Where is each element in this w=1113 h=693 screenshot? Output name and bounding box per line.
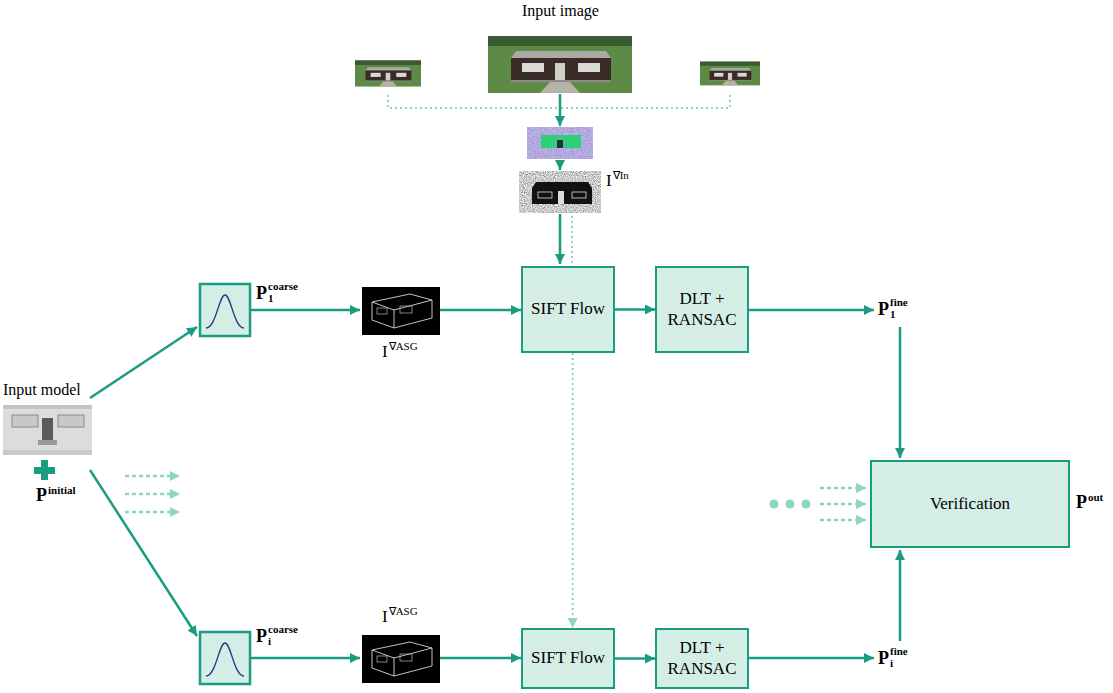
caption-text: Input model bbox=[3, 382, 81, 398]
symbol-base: P bbox=[1076, 493, 1087, 511]
arrow bbox=[90, 470, 197, 636]
symbol-base: I bbox=[606, 172, 612, 189]
arrow bbox=[440, 309, 521, 312]
dotted-arrow bbox=[125, 493, 180, 496]
photo-right bbox=[700, 62, 760, 86]
gaussian-box bbox=[200, 284, 250, 336]
process-box: DLT + RANSAC bbox=[655, 628, 749, 689]
symbol-base: P bbox=[878, 649, 889, 667]
subscript: 1 bbox=[890, 309, 908, 321]
asg-image bbox=[362, 635, 440, 683]
math-label: Pcoarsei bbox=[256, 624, 298, 647]
process-box: SIFT Flow bbox=[521, 628, 615, 689]
dotted-line bbox=[560, 95, 730, 108]
script-stack: initial bbox=[48, 485, 76, 506]
box-label: SIFT Flow bbox=[531, 648, 605, 668]
flow-image bbox=[527, 127, 593, 159]
gaussian-box bbox=[200, 632, 250, 684]
dotted-line bbox=[571, 216, 573, 265]
symbol-base: I bbox=[382, 343, 388, 360]
math-label: Pcoarse1 bbox=[256, 281, 298, 304]
math-label: Pfinei bbox=[878, 646, 908, 669]
arrow bbox=[440, 657, 521, 660]
process-box: SIFT Flow bbox=[521, 266, 615, 353]
arrow bbox=[559, 160, 562, 170]
arrow bbox=[559, 94, 562, 126]
box-label: SIFT Flow bbox=[531, 299, 605, 319]
math-label: Input model bbox=[3, 382, 81, 398]
script-stack: fine1 bbox=[890, 297, 908, 320]
script-stack: ∇ASG bbox=[389, 606, 418, 627]
symbol-base: P bbox=[256, 627, 267, 645]
superscript: coarse bbox=[268, 624, 298, 636]
math-label: Pout bbox=[1076, 492, 1103, 513]
math-label: I∇ASG bbox=[382, 606, 418, 627]
superscript: out bbox=[1088, 492, 1103, 504]
arrow bbox=[749, 657, 874, 660]
subscript: i bbox=[890, 658, 908, 670]
script-stack: finei bbox=[890, 646, 908, 669]
math-label: Pinitial bbox=[36, 485, 76, 506]
arrow bbox=[899, 550, 902, 641]
superscript: fine bbox=[890, 646, 908, 658]
spacer bbox=[1088, 504, 1103, 513]
superscript: ∇ASG bbox=[389, 341, 418, 353]
script-stack: ∇ASG bbox=[389, 341, 418, 362]
spacer bbox=[48, 497, 76, 506]
dotted-arrow bbox=[125, 511, 180, 514]
dotted-arrow bbox=[820, 519, 866, 522]
gradient-image bbox=[519, 171, 601, 213]
script-stack: coarse1 bbox=[268, 281, 298, 304]
arrow bbox=[250, 309, 360, 312]
math-label: Input image bbox=[522, 3, 599, 19]
arrow bbox=[90, 327, 197, 398]
arrow-connector bbox=[615, 308, 655, 311]
superscript: ∇In bbox=[613, 170, 629, 182]
symbol-base: I bbox=[382, 608, 388, 625]
model-image bbox=[3, 405, 92, 455]
superscript: ∇ASG bbox=[389, 606, 418, 618]
plus-sign bbox=[34, 460, 55, 480]
dotted-connector bbox=[572, 353, 574, 628]
subscript: i bbox=[268, 636, 298, 648]
ellipsis-dots bbox=[770, 500, 811, 509]
symbol-base: P bbox=[256, 284, 267, 302]
arrow-connector bbox=[615, 657, 655, 660]
arrow bbox=[559, 214, 562, 264]
spacer bbox=[613, 182, 629, 191]
superscript: fine bbox=[890, 297, 908, 309]
arrow bbox=[250, 657, 360, 660]
process-box: DLT + RANSAC bbox=[655, 266, 749, 353]
dotted-arrow bbox=[820, 503, 866, 506]
math-label: I∇In bbox=[606, 170, 629, 191]
dotted-line bbox=[388, 95, 560, 108]
box-label: DLT + RANSAC bbox=[663, 289, 741, 330]
script-stack: ∇In bbox=[613, 170, 629, 191]
box-label: Verification bbox=[930, 494, 1010, 514]
script-stack: out bbox=[1088, 492, 1103, 513]
symbol-base: P bbox=[878, 300, 889, 318]
superscript: initial bbox=[48, 485, 76, 497]
dotted-arrow bbox=[125, 475, 180, 478]
dotted-arrow bbox=[820, 487, 866, 490]
box-label: DLT + RANSAC bbox=[663, 638, 741, 679]
superscript: coarse bbox=[268, 281, 298, 293]
spacer bbox=[389, 618, 418, 627]
math-label: I∇ASG bbox=[382, 341, 418, 362]
arrow bbox=[749, 309, 874, 312]
photo-center bbox=[488, 36, 632, 93]
photo-left bbox=[355, 60, 421, 86]
arrow bbox=[899, 327, 902, 458]
subscript: 1 bbox=[268, 293, 298, 305]
script-stack: coarsei bbox=[268, 624, 298, 647]
math-label: Pfine1 bbox=[878, 297, 908, 320]
caption-text: Input image bbox=[522, 3, 599, 19]
symbol-base: P bbox=[36, 486, 47, 504]
asg-image bbox=[362, 287, 440, 335]
spacer bbox=[389, 353, 418, 362]
process-box: Verification bbox=[870, 460, 1070, 548]
